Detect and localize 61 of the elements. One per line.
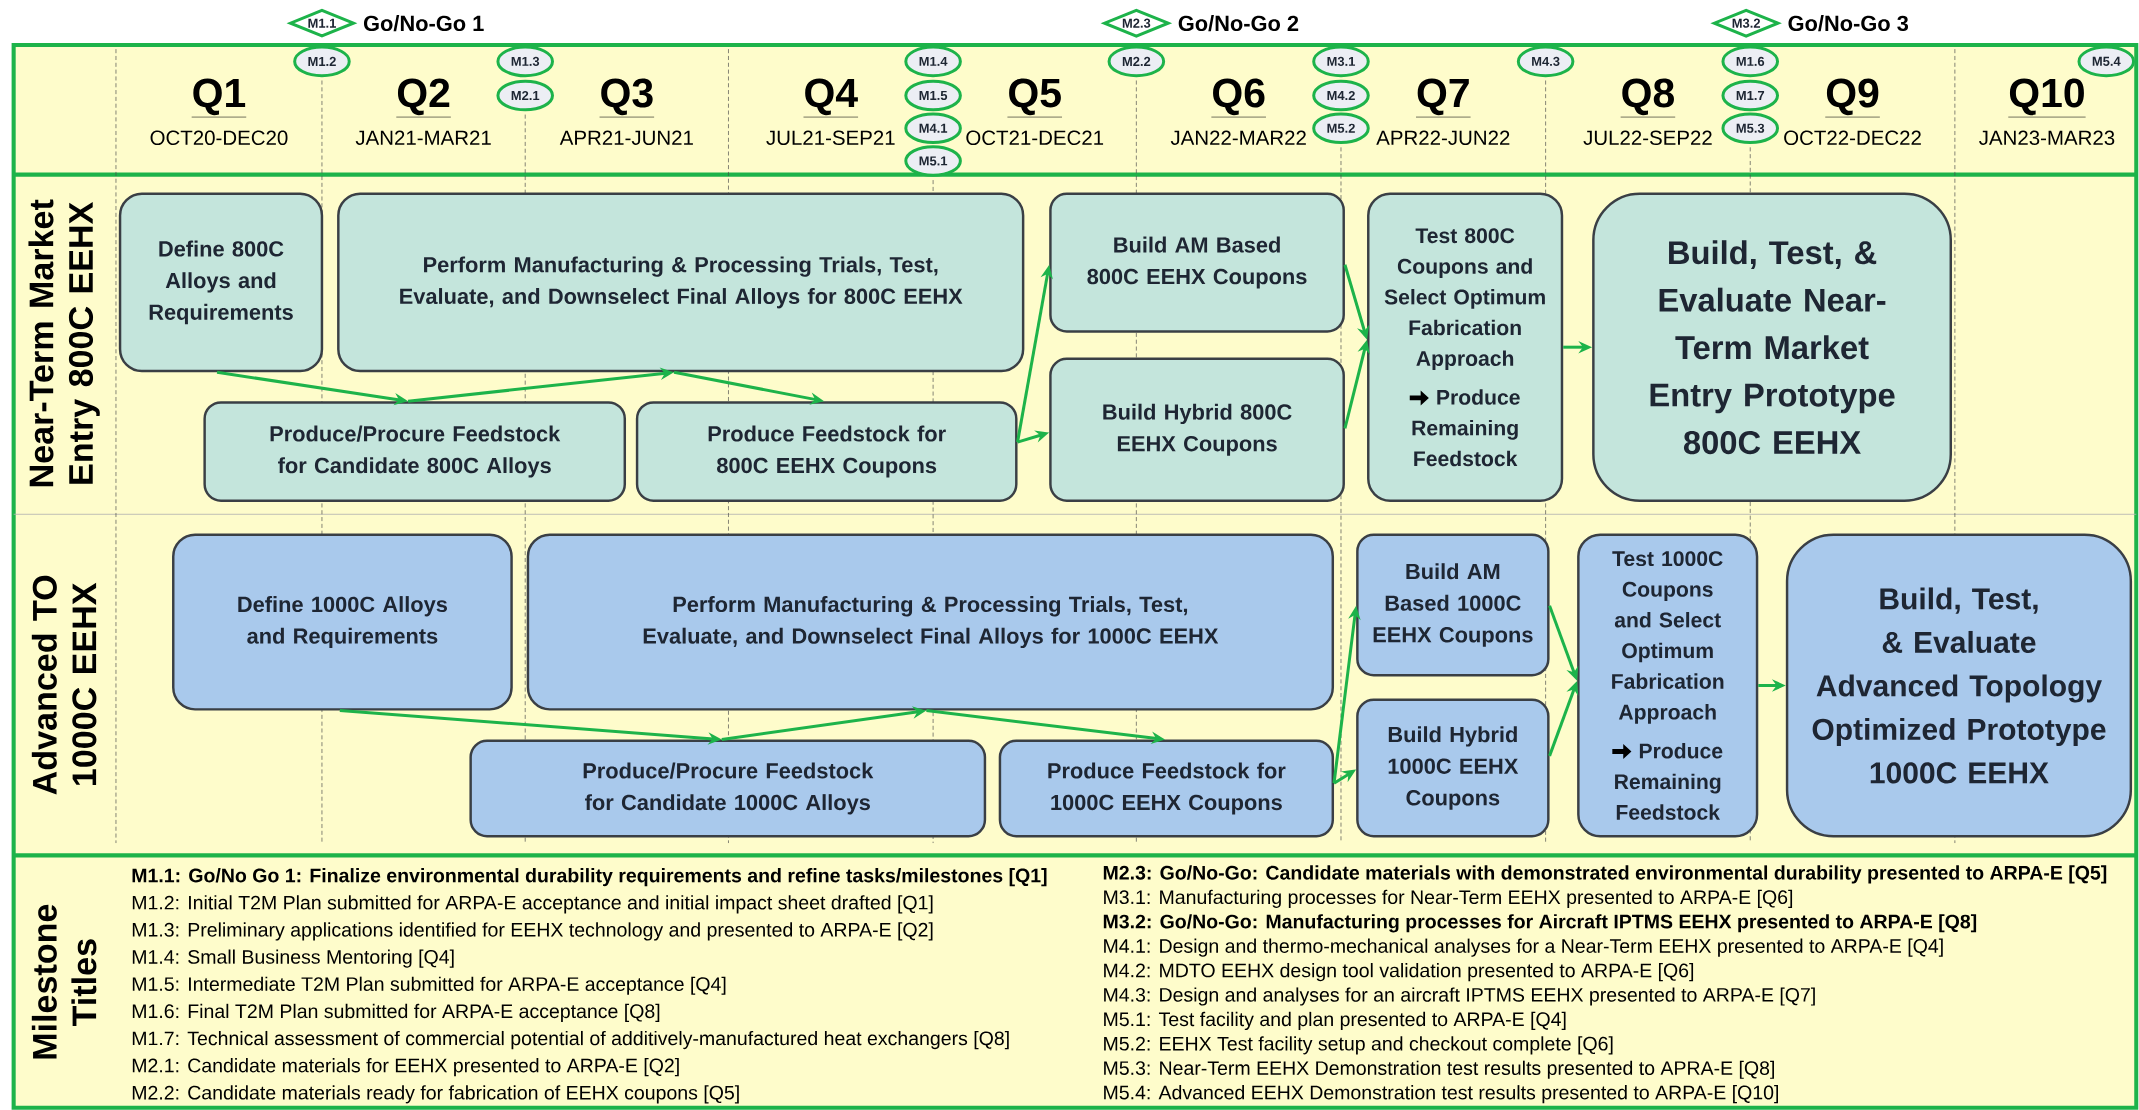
milestone-title: M3.2: Go/No-Go: Manufacturing processes for Aircraft IPTMS EEHX presented to ARPA-E [Q8] — [1103, 913, 1977, 933]
go-no-go-label: Go/No-Go 3 — [1788, 14, 1909, 32]
milestone-title: M5.3: Near-Term EEHX Demonstration test results presented to APRA-E [Q8] — [1104, 1060, 1774, 1079]
process-box: Test 800C Coupons and Select Optimum Fabrication Approach Produce Remaining Feedstock — [1367, 192, 1564, 502]
milestone-title: M5.2: EEHX Test facility setup and checkout complete [Q6] — [1104, 1036, 1613, 1055]
process-box: Build, Test, & Evaluate Near-Term Market Entry Prototype 800C EEHX — [1592, 192, 1952, 502]
date-range: APR22-JUN22 — [1376, 130, 1510, 145]
date-range: OCT22-DEC22 — [1784, 130, 1921, 145]
date-range: JAN21-MAR21 — [355, 130, 491, 145]
milestone-title: M4.1: Design and thermo-mechanical analyses for a Near-Term EEHX presented to ARPA-E [Q4] — [1104, 938, 1943, 957]
process-box: Define 1000C Alloys and Requirements — [172, 533, 513, 711]
lane-title: Advanced TO 1000C EEHX — [31, 575, 97, 795]
milestone-title: M4.2: MDTO EEHX design tool validation presented to ARPA-E [Q6] — [1104, 962, 1694, 981]
milestone-title: M1.6: Final T2M Plan submitted for ARPA-E acceptance [Q8] — [132, 1003, 660, 1022]
lane-title: Milestone Titles — [31, 904, 97, 1059]
lane-title: Near-Term Market Entry 800C EEHX — [28, 199, 100, 486]
milestone-title: M1.4: Small Business Mentoring [Q4] — [132, 949, 454, 968]
date-range: OCT20-DEC20 — [150, 130, 288, 145]
date-range: APR21-JUN21 — [559, 130, 693, 145]
milestone-title: M2.1: Candidate materials for EEHX presented to ARPA-E [Q2] — [132, 1057, 679, 1077]
quarter-heading: Q2 — [396, 78, 452, 118]
process-box: Perform Manufacturing & Processing Trials, Test, Evaluate, and Downselect Final Alloys for 800C EEHX — [337, 192, 1025, 373]
milestone-title: M3.1: Manufacturing processes for Near-Term EEHX presented to ARPA-E [Q6] — [1104, 889, 1793, 908]
process-box: Test 1000C Coupons and Select Optimum Fabrication Approach Produce Remaining Feedstock — [1577, 533, 1759, 838]
process-box: Produce/Procure Feedstock for Candidate 800C Alloys — [203, 401, 626, 502]
process-box: Define 800C Alloys and Requirements — [118, 192, 324, 373]
milestone-title: M1.3: Preliminary applications identified for EEHX technology and presented to ARPA-E [Q2] — [132, 922, 933, 941]
date-range: JAN22-MAR22 — [1170, 130, 1306, 145]
quarter-heading: Q3 — [599, 78, 655, 118]
milestone-title: M4.3: Design and analyses for an aircraft IPTMS EEHX presented to ARPA-E [Q7] — [1104, 987, 1815, 1006]
process-box: Build, Test, & Evaluate Advanced Topology Optimized Prototype 1000C EEHX — [1785, 533, 2133, 838]
go-no-go-label: Go/No-Go 1 — [363, 14, 484, 32]
quarter-heading: Q5 — [1007, 78, 1063, 118]
date-range: JAN23-MAR23 — [1979, 130, 2115, 145]
process-box: Build AM Based 800C EEHX Coupons — [1049, 192, 1345, 333]
process-box: Build AM Based 1000C EEHX Coupons — [1356, 533, 1550, 677]
quarter-heading: Q6 — [1211, 78, 1267, 118]
quarter-heading: Q7 — [1415, 78, 1471, 118]
quarter-heading: Q4 — [803, 78, 859, 118]
date-range: JUL21-SEP21 — [766, 130, 895, 145]
process-box: Build Hybrid 1000C EEHX Coupons — [1356, 698, 1550, 838]
date-range: OCT21-DEC21 — [966, 130, 1104, 145]
milestone-title: M2.3: Go/No-Go: Candidate materials with demonstrated environmental durability presented to ARPA-E [Q5] — [1103, 865, 2107, 884]
quarter-heading: Q10 — [2008, 78, 2086, 118]
process-box: Perform Manufacturing & Processing Trials, Test, Evaluate, and Downselect Final Alloys for 1000C EEHX — [526, 533, 1335, 711]
milestone-title: M1.5: Intermediate T2M Plan submitted for ARPA-E acceptance [Q4] — [132, 976, 726, 995]
process-box: Build Hybrid 800C EEHX Coupons — [1049, 357, 1345, 502]
milestone-title: M2.2: Candidate materials ready for fabrication of EEHX coupons [Q5] — [132, 1085, 739, 1104]
process-box: Produce Feedstock for 800C EEHX Coupons — [635, 401, 1018, 502]
milestone-title: M5.4: Advanced EEHX Demonstration test results presented to ARPA-E [Q10] — [1104, 1084, 1778, 1104]
milestone-title: M1.7: Technical assessment of commercial potential of additively-manufactured heat exchangers [Q8] — [132, 1030, 1009, 1049]
quarter-heading: Q8 — [1620, 78, 1676, 118]
go-no-go-label: Go/No-Go 2 — [1178, 14, 1299, 32]
process-box: Produce Feedstock for 1000C EEHX Coupons — [998, 739, 1335, 838]
milestone-title: M1.2: Initial T2M Plan submitted for ARPA-E acceptance and initial impact sheet drafted [Q1] — [132, 895, 933, 914]
quarter-heading: Q9 — [1824, 78, 1881, 118]
quarter-heading: Q1 — [191, 78, 247, 118]
date-range: JUL22-SEP22 — [1583, 130, 1712, 145]
process-box: Produce/Procure Feedstock for Candidate 1000C Alloys — [469, 739, 987, 838]
milestone-title: M5.1: Test facility and plan presented to ARPA-E [Q4] — [1104, 1011, 1566, 1030]
milestone-title: M1.1: Go/No Go 1: Finalize environmental durability requirements and refine tasks/milestones [Q1] — [132, 867, 1047, 887]
